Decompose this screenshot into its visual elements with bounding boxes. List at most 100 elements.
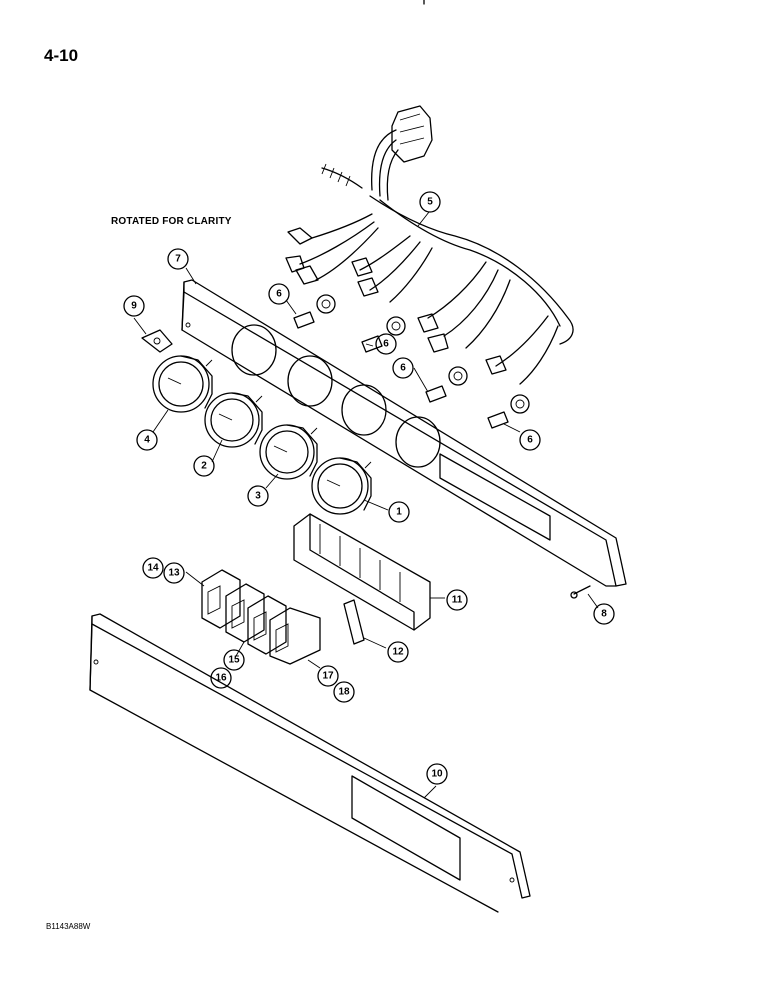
callout-7: 7 (167, 248, 189, 270)
callout-13: 13 (163, 562, 185, 584)
rocker-switches (201, 569, 321, 665)
harness-branch (369, 241, 421, 291)
switch-rocker (253, 611, 267, 641)
harness-branch (443, 269, 499, 337)
callout-9: 9 (123, 295, 145, 317)
gauge-needle (326, 479, 341, 487)
gauge-housing (286, 424, 318, 477)
callout-14: 14 (142, 557, 164, 579)
leader-line (413, 367, 429, 393)
callout-18: 18 (333, 681, 355, 703)
callout-label: 14 (147, 563, 159, 574)
callout-label: 10 (431, 769, 443, 780)
gauge-terminal (364, 461, 372, 469)
wire-terminal (287, 227, 313, 245)
leader-line (503, 423, 521, 433)
bulb-socket (510, 394, 530, 414)
harness-branch (495, 315, 549, 367)
leader-lines (133, 211, 599, 799)
switch-body (247, 595, 287, 655)
instrument-panel (181, 279, 627, 587)
retainer (141, 329, 173, 353)
wire-terminal (485, 355, 507, 375)
lower-panel-opening (351, 775, 461, 881)
bulb-socket-inner (515, 399, 525, 409)
harness-branch (315, 227, 379, 281)
leader-line (363, 637, 387, 649)
harness-branch (359, 235, 411, 271)
callout-3: 3 (247, 485, 269, 507)
rocker-switch (269, 607, 321, 665)
gauge-needle (167, 377, 182, 385)
gauge-housing (339, 457, 372, 511)
callout-label: 12 (392, 647, 404, 658)
leader-line (365, 343, 374, 347)
lower-panel-mount-hole (93, 659, 99, 665)
callout-8: 8 (593, 603, 615, 625)
callout-6c: 6 (392, 357, 414, 379)
switch-cover-plate (343, 599, 365, 645)
callout-6d: 6 (519, 429, 541, 451)
panel-left-edge (181, 281, 185, 331)
gauge-terminal (255, 395, 263, 403)
gauge-hole (287, 355, 333, 407)
figure-code: B1143A88W (46, 922, 91, 931)
lower-panel-mount-hole (509, 877, 515, 883)
bulb-socket-inner (391, 321, 401, 331)
gauge-face (210, 398, 254, 442)
leader-line (185, 267, 197, 285)
callout-11: 11 (446, 589, 468, 611)
gauge-housing (180, 355, 213, 409)
gauge-needle (273, 445, 288, 453)
rocker-switch (225, 583, 265, 643)
leader-line (265, 473, 279, 489)
gauges (152, 355, 372, 515)
switch-body (269, 607, 321, 665)
gauge-terminal (310, 427, 318, 435)
lower-panel-top (91, 613, 531, 899)
bulb-socket (386, 316, 406, 336)
callouts: 1 2 3 4 5 6 6 6 6 7 8 9 10 11 12 13 14 1… (123, 191, 615, 785)
callout-16: 16 (210, 667, 232, 689)
callout-15: 15 (223, 649, 245, 671)
bulb-socket (448, 366, 468, 386)
gauge-face (265, 430, 309, 474)
leader-line (133, 317, 147, 335)
switch-opening (439, 453, 551, 541)
gauge (311, 457, 372, 515)
callout-label: 8 (601, 609, 607, 620)
switch-body (201, 569, 241, 629)
leader-line (152, 409, 169, 433)
gauge-hole (231, 324, 277, 376)
harness-wire (386, 149, 399, 201)
harness-connector (391, 105, 433, 163)
gauge-face (317, 463, 363, 509)
callout-label: 15 (228, 655, 240, 666)
bulb (293, 311, 315, 329)
callout-label: 11 (452, 595, 463, 606)
switch-rocker (207, 585, 221, 615)
callout-label: 9 (131, 301, 137, 312)
callout-label: 5 (427, 197, 433, 208)
callout-5: 5 (419, 191, 441, 213)
leader-line (185, 571, 205, 587)
rocker-switch (247, 595, 287, 655)
bulb-socket (316, 294, 336, 314)
callout-2: 2 (193, 455, 215, 477)
page-number: 4-10 (44, 46, 79, 65)
callout-label: 3 (255, 491, 261, 502)
lower-panel-left-edge (89, 615, 93, 691)
callout-10: 10 (426, 763, 448, 785)
lower-panel (89, 613, 531, 913)
callout-label: 17 (322, 671, 334, 682)
gauge-hole (341, 384, 387, 436)
callout-1: 1 (388, 501, 410, 523)
callout-label: 16 (215, 673, 227, 684)
wire-terminal (351, 257, 373, 277)
wiring-harness (285, 105, 574, 414)
callout-label: 2 (201, 461, 207, 472)
callout-12: 12 (387, 641, 409, 663)
callout-label: 6 (383, 339, 389, 350)
harness-wire (370, 129, 397, 191)
